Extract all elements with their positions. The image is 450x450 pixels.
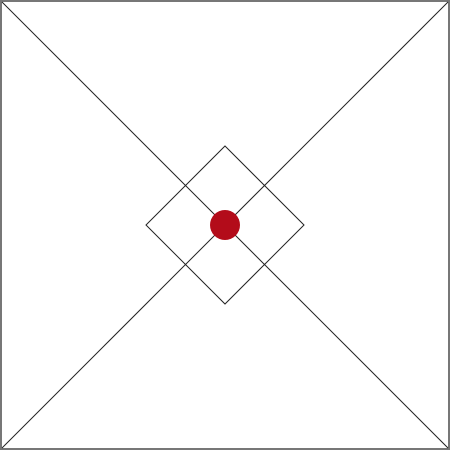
center-dot (210, 210, 240, 240)
center-diamond (145, 145, 305, 305)
